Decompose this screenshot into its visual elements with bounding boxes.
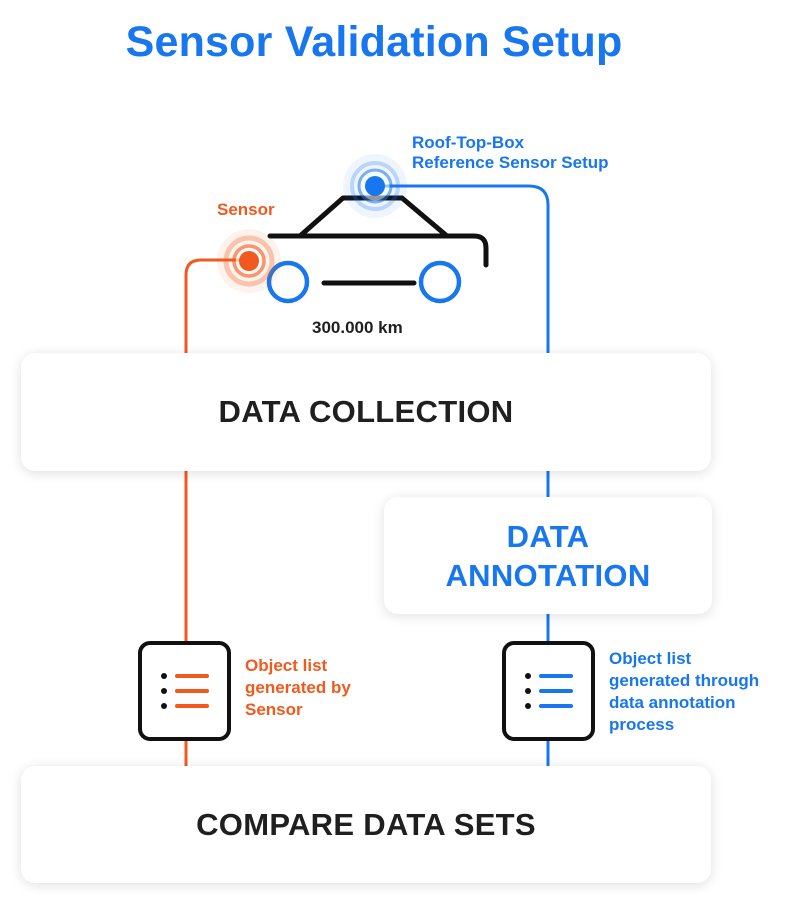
annotation-object-list-label: Object list generated through data annot… bbox=[609, 648, 759, 736]
annotation-object-list-line: data annotation bbox=[609, 693, 736, 712]
sensor-object-list-line: Sensor bbox=[245, 700, 303, 719]
annotation-object-list-line: process bbox=[609, 715, 675, 734]
roof-top-box-label-line: Reference Sensor Setup bbox=[412, 153, 609, 172]
roof-top-box-label: Roof-Top-Box Reference Sensor Setup bbox=[412, 133, 609, 173]
data-annotation-card: DATA ANNOTATION bbox=[384, 497, 712, 614]
reference-data-line bbox=[375, 184, 550, 790]
annotation-object-list-line: generated through bbox=[609, 671, 760, 690]
data-annotation-line: ANNOTATION bbox=[445, 557, 651, 593]
sensor-object-list-line: generated by bbox=[245, 678, 351, 697]
sensor-object-list-icon bbox=[138, 641, 231, 741]
data-collection-card: DATA COLLECTION bbox=[21, 353, 711, 471]
sensor-target-icon bbox=[217, 229, 281, 293]
sensor-object-list-label: Object list generated by Sensor bbox=[245, 655, 351, 721]
sensor-object-list-line: Object list bbox=[245, 656, 328, 675]
mileage-label: 300.000 km bbox=[312, 318, 403, 337]
page-title: Sensor Validation Setup bbox=[125, 18, 623, 66]
reference-sensor-target-icon bbox=[343, 154, 407, 218]
roof-top-box-label-line: Roof-Top-Box bbox=[412, 133, 525, 152]
sensor-data-line bbox=[184, 258, 248, 790]
sensor-label: Sensor bbox=[217, 200, 275, 219]
annotation-object-list-line: Object list bbox=[609, 649, 692, 668]
data-annotation-line: DATA bbox=[506, 518, 590, 554]
compare-data-sets-card: COMPARE DATA SETS bbox=[21, 766, 711, 883]
annotation-object-list-icon bbox=[502, 641, 595, 741]
